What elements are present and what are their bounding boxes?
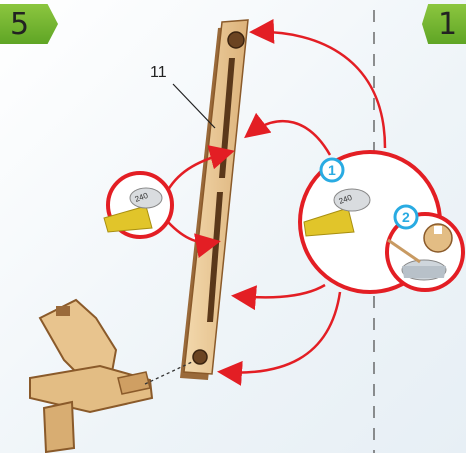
next-step-badge: 1 — [422, 4, 466, 44]
sanding-detail: 240 — [103, 171, 174, 239]
cleaning-detail: 240 — [298, 150, 465, 294]
arrow-left-upper — [166, 145, 235, 191]
sub-step-2-marker: 2 — [393, 204, 419, 230]
svg-text:1: 1 — [328, 162, 336, 178]
wooden-bar-part — [180, 19, 249, 380]
part-number-label: 11 — [150, 64, 167, 81]
next-step-number: 1 — [438, 6, 458, 42]
step-number: 5 — [10, 6, 30, 42]
arrow-left-lower — [167, 221, 221, 258]
arrow-upper-slot — [244, 112, 332, 156]
crank-assembly — [29, 298, 193, 453]
sandpaper-grit-label: 240 — [134, 191, 150, 204]
sub-step-1-marker: 1 — [319, 157, 345, 183]
cog-part-icon — [423, 223, 453, 253]
indicator-arrows — [166, 18, 387, 386]
sandpaper-grit-label-2: 240 — [338, 193, 354, 206]
arrow-lower-slot — [231, 283, 326, 311]
arrow-top-hole — [249, 18, 387, 149]
part-label-leader — [172, 83, 216, 129]
arrow-bottom-hole — [217, 291, 342, 386]
svg-text:2: 2 — [402, 209, 410, 225]
step-number-badge: 5 — [0, 4, 58, 44]
